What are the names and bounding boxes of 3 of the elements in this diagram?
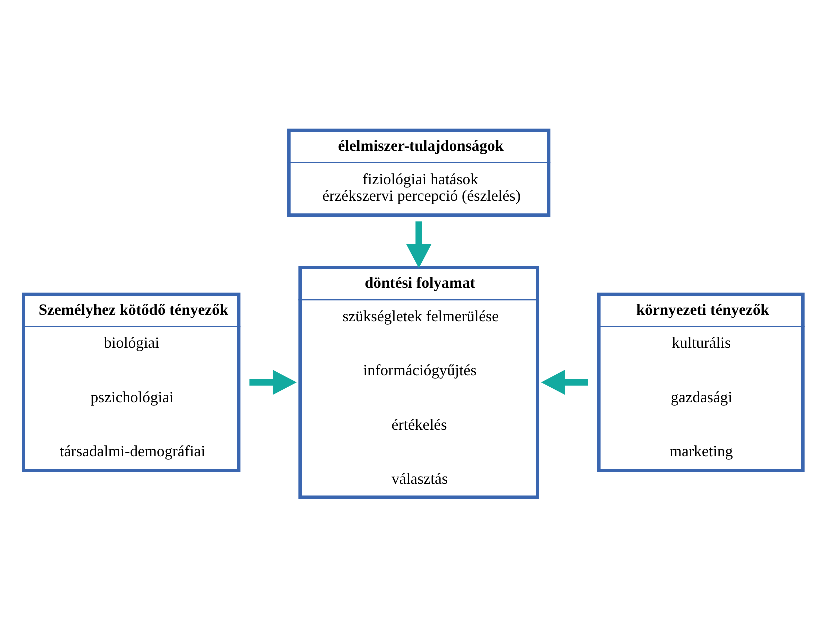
arrow <box>250 370 297 396</box>
arrow <box>541 370 588 396</box>
arrow <box>406 222 432 268</box>
